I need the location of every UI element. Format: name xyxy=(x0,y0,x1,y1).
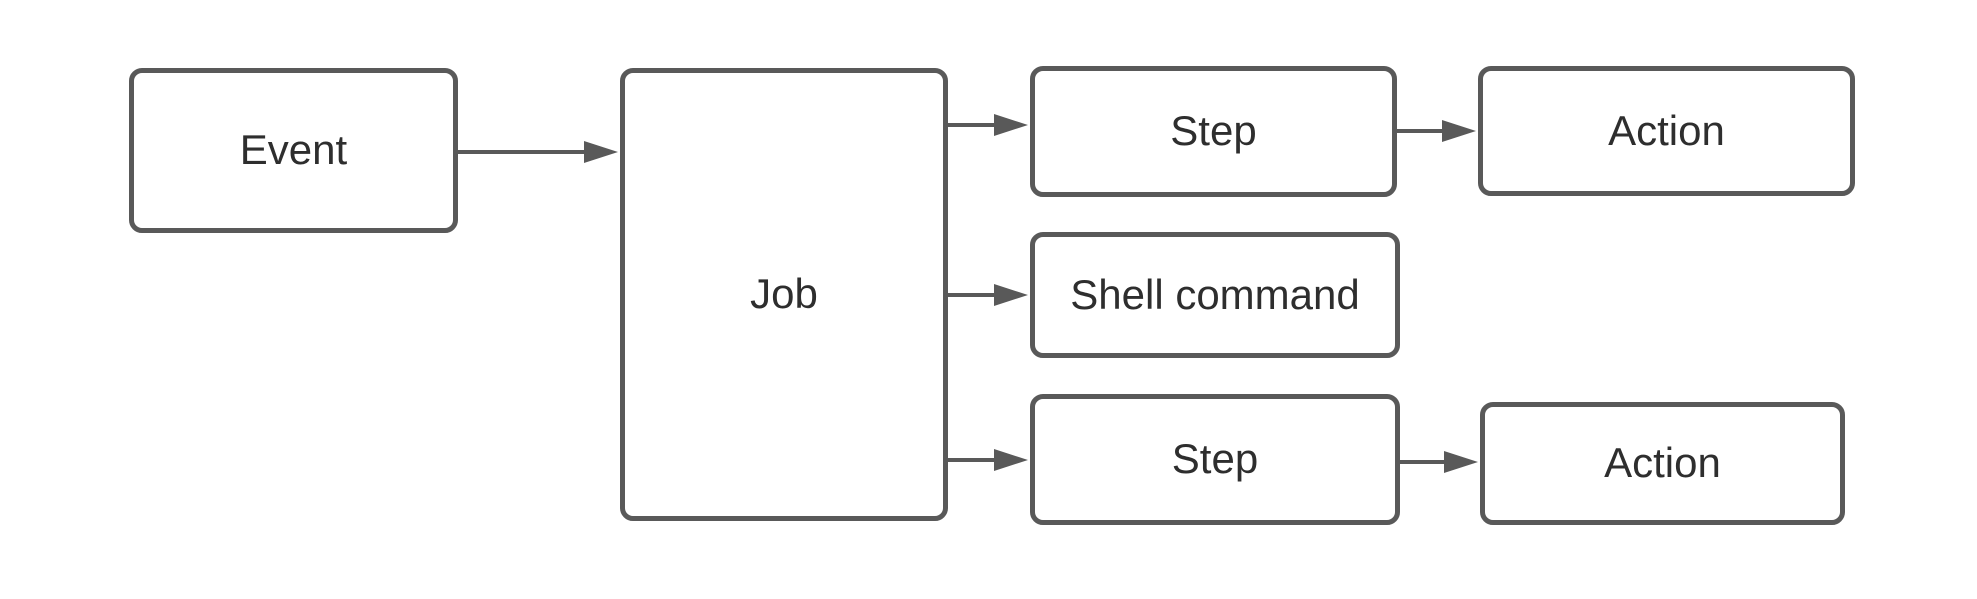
edge-job-to-step-top xyxy=(948,114,1028,136)
node-action-bottom: Action xyxy=(1480,402,1845,525)
node-shell-command: Shell command xyxy=(1030,232,1400,358)
node-event: Event xyxy=(129,68,458,233)
node-job-label: Job xyxy=(750,270,818,318)
node-shell-command-label: Shell command xyxy=(1070,270,1360,318)
node-event-label: Event xyxy=(239,126,348,174)
edge-job-to-shell-command xyxy=(948,284,1028,306)
node-step-top: Step xyxy=(1030,66,1397,197)
edge-step-bottom-to-action-bottom xyxy=(1400,451,1478,473)
node-action-top-label: Action xyxy=(1608,106,1725,154)
node-action-top: Action xyxy=(1478,66,1855,196)
node-job: Job xyxy=(620,68,948,521)
edge-job-to-step-bottom xyxy=(948,449,1028,471)
node-step-bottom: Step xyxy=(1030,394,1400,525)
edge-step-top-to-action-top xyxy=(1397,120,1476,142)
node-step-bottom-label: Step xyxy=(1171,435,1259,483)
edge-event-to-job xyxy=(458,141,618,163)
node-action-bottom-label: Action xyxy=(1604,439,1721,487)
node-step-top-label: Step xyxy=(1170,107,1257,155)
